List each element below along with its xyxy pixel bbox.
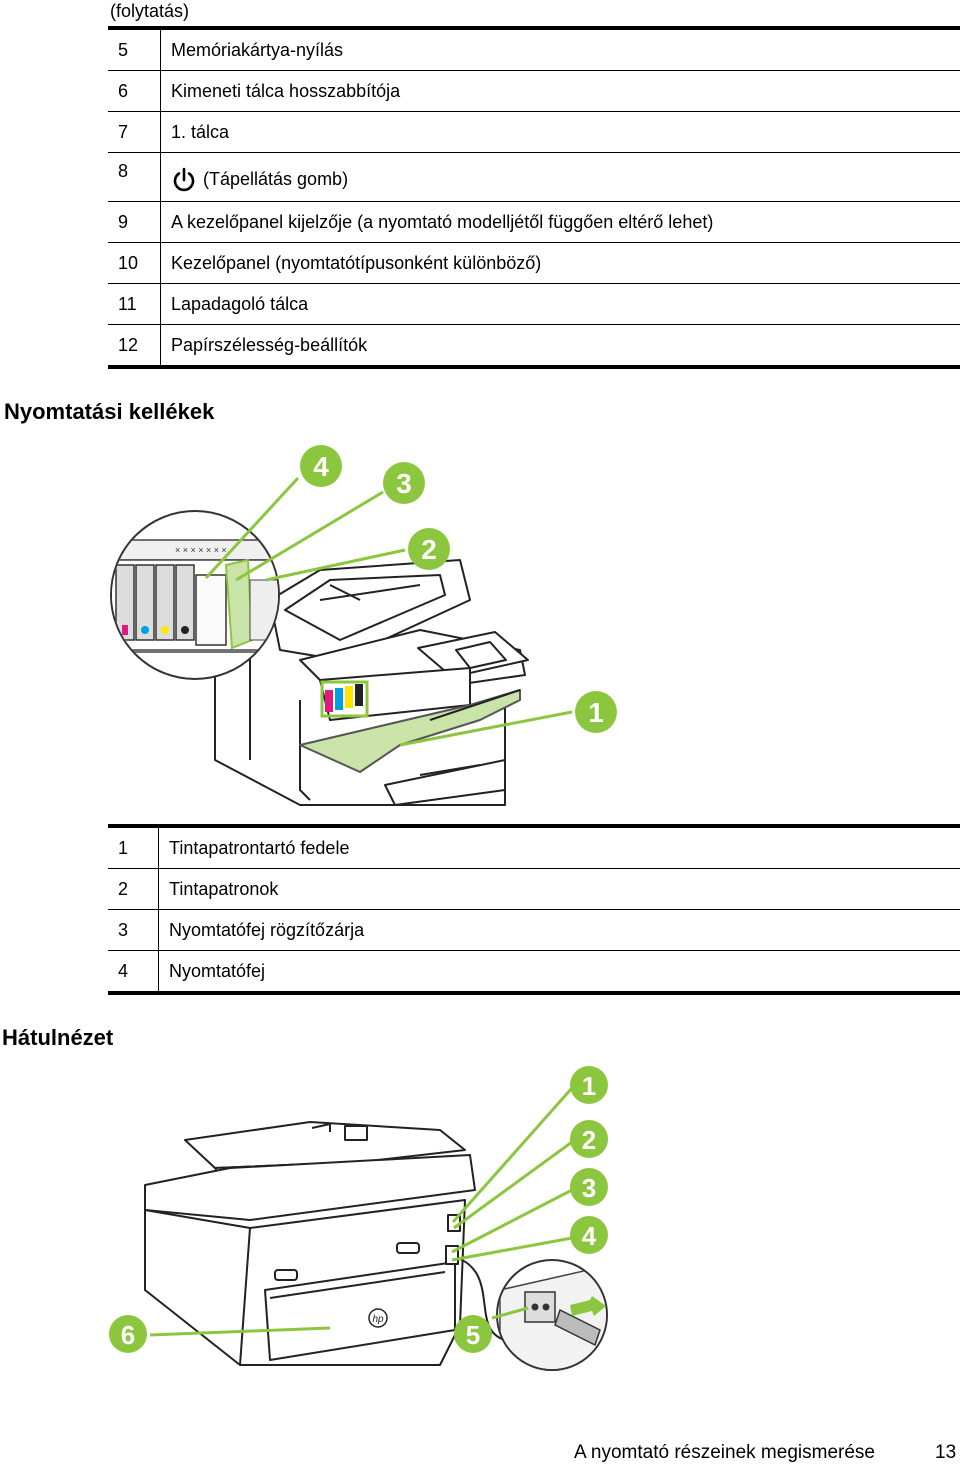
cartridge-cyan [335,688,343,710]
callout-1-number: 1 [582,1071,596,1101]
part-number: 9 [108,201,161,243]
part-label: Tintapatronok [158,868,960,910]
table-row: 6 Kimeneti tálca hosszabbítója [108,70,960,112]
leader-line-4 [204,476,300,580]
table-row: 10 Kezelőpanel (nyomtatótípusonként külö… [108,242,960,284]
callout-4: 4 [570,1216,608,1254]
page-number: 13 [935,1442,957,1463]
cartridge-black [355,684,363,706]
cartridge-magenta [325,690,333,712]
part-number: 8 [108,152,161,202]
part-number: 6 [108,70,161,112]
table-row: 5 Memóriakártya-nyílás [108,28,960,71]
table-row: 8 (Tápellátás gomb) [108,152,960,202]
section-heading-supplies: Nyomtatási kellékek [4,399,215,424]
callout-3: 3 [570,1168,608,1206]
leader-line-1 [399,710,573,747]
part-number: 10 [108,242,161,284]
part-label: Kezelőpanel (nyomtatótípusonként különbö… [160,242,960,284]
callout-3: 3 [383,462,425,504]
callout-5: 5 [454,1315,492,1353]
cartridge-yellow [345,686,353,708]
callout-6-number: 6 [121,1320,135,1350]
part-label: A kezelőpanel kijelzője (a nyomtató mode… [160,201,960,243]
callout-3-number: 3 [396,468,412,499]
part-label: Tintapatrontartó fedele [158,826,960,869]
table-row: 7 1. tálca [108,111,960,153]
leader-line-1 [451,1087,574,1223]
table-row: 2 Tintapatronok [108,868,960,910]
part-label: Nyomtatófej rögzítőzárja [158,909,960,951]
leader-line-2 [453,1140,573,1230]
callout-1: 1 [570,1066,608,1104]
part-label: Lapadagoló tálca [160,283,960,325]
part-number: 2 [108,868,159,910]
part-label-with-icon: (Tápellátás gomb) [160,152,960,202]
power-inlet-inset [496,1259,608,1371]
part-label: Kimeneti tálca hosszabbítója [160,70,960,112]
table-row: 9 A kezelőpanel kijelzője (a nyomtató mo… [108,201,960,243]
leader-line-3 [451,1188,573,1254]
part-number: 12 [108,324,161,369]
callout-2-number: 2 [582,1125,596,1155]
callout-4-number: 4 [313,451,329,482]
zoom-inset: × × × × × × × [110,510,280,680]
callout-3-number: 3 [582,1173,596,1203]
part-label: 1. tálca [160,111,960,153]
footer-title: A nyomtató részeinek megismerése [574,1442,875,1463]
callout-6: 6 [109,1315,147,1353]
part-number: 3 [108,909,159,951]
table-row: 1 Tintapatrontartó fedele [108,826,960,869]
leader-line-3 [235,490,384,582]
part-label: Memóriakártya-nyílás [160,28,960,71]
hp-logo-text: hp [372,1314,384,1325]
part-number: 4 [108,950,159,995]
part-label: Nyomtatófej [158,950,960,995]
callout-1-number: 1 [588,697,604,728]
section-heading-rear: Hátulnézet [2,1025,114,1050]
parts-table-supplies: 1 Tintapatrontartó fedele 2 Tintapatrono… [108,824,960,995]
continued-label: (folytatás) [110,1,190,21]
parts-table-front: 5 Memóriakártya-nyílás 6 Kimeneti tálca … [108,26,960,369]
table-row: 12 Papírszélesség-beállítók [108,324,960,369]
callout-5-number: 5 [466,1320,480,1350]
leader-line-4 [451,1236,573,1262]
leader-line-6 [149,1326,331,1337]
hp-logo [368,1308,388,1328]
callout-2: 2 [570,1120,608,1158]
svg-text:× × × × × × ×: × × × × × × × [175,545,227,555]
table-row: 3 Nyomtatófej rögzítőzárja [108,909,960,951]
part-number: 11 [108,283,161,325]
part-number: 1 [108,826,159,869]
power-button-label: (Tápellátás gomb) [203,168,349,189]
callout-1: 1 [575,691,617,733]
table-row: 11 Lapadagoló tálca [108,283,960,325]
callout-4-number: 4 [582,1221,597,1251]
ink-supplies-illustration: × × × × × × × 4 3 2 [110,445,617,806]
part-number: 5 [108,28,161,71]
callout-2: 2 [408,528,450,570]
rear-view-illustration: hp 1 2 3 4 5 [109,1066,608,1371]
leader-line-5 [491,1306,529,1320]
callout-2-number: 2 [421,534,437,565]
table-row: 4 Nyomtatófej [108,950,960,995]
part-number: 7 [108,111,161,153]
power-icon [171,167,197,193]
leader-line-2 [265,548,406,582]
part-label: Papírszélesség-beállítók [160,324,960,369]
callout-4: 4 [300,445,342,487]
